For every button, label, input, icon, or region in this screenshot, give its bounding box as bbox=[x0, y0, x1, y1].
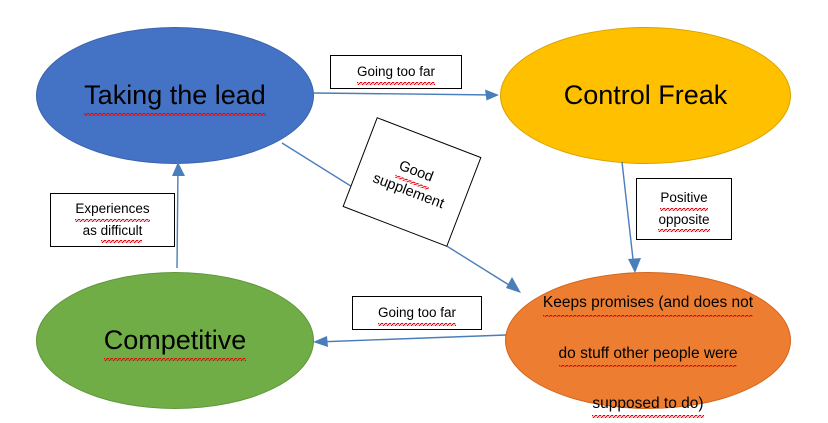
node-taking-the-lead[interactable]: Taking the lead bbox=[36, 27, 314, 164]
edge-label-positive-opposite[interactable]: Positive opposite bbox=[636, 178, 732, 240]
node-competitive[interactable]: Competitive bbox=[36, 272, 314, 409]
edge-label-text: Going too far bbox=[377, 302, 457, 326]
node-taking-the-lead-label: Taking the lead bbox=[76, 78, 274, 116]
spellcheck-underline: supposed to do) bbox=[592, 391, 704, 418]
edge-keeps-to-competitive bbox=[313, 334, 507, 347]
spellcheck-underline: Keeps promises (and does not bbox=[542, 290, 754, 318]
spellcheck-underline: Taking the lead bbox=[84, 78, 266, 116]
edge-label-text-line1: Positive bbox=[660, 187, 708, 211]
edge-label-going-too-far-bottom[interactable]: Going too far bbox=[352, 296, 482, 330]
node-control-freak[interactable]: Control Freak bbox=[500, 27, 791, 164]
node-keeps-promises-label: Keeps promises (and does not do stuff ot… bbox=[535, 265, 761, 418]
node-competitive-label: Competitive bbox=[96, 323, 255, 361]
edge-label-text-line2-prefix: as bbox=[82, 223, 101, 238]
edge-label-text-line2: as difficult bbox=[82, 220, 142, 244]
edge-lead-to-control bbox=[313, 89, 499, 101]
edge-label-good-supplement[interactable]: Good supplement bbox=[342, 117, 482, 247]
node-control-freak-label: Control Freak bbox=[563, 80, 728, 111]
edge-label-text: Going too far bbox=[356, 61, 436, 85]
edge-label-text-line1: Experiences bbox=[75, 198, 150, 222]
spellcheck-underline: do stuff other people were bbox=[558, 341, 737, 368]
spellcheck-underline: Competitive bbox=[103, 323, 246, 361]
edge-label-text-line2-word: difficult bbox=[100, 220, 142, 244]
edge-label-text-line2: opposite bbox=[658, 209, 710, 233]
node-keeps-promises[interactable]: Keeps promises (and does not do stuff ot… bbox=[505, 272, 791, 418]
edge-label-experiences-as-difficult[interactable]: Experiences as difficult bbox=[50, 193, 175, 247]
edge-label-going-too-far-top[interactable]: Going too far bbox=[330, 55, 462, 89]
